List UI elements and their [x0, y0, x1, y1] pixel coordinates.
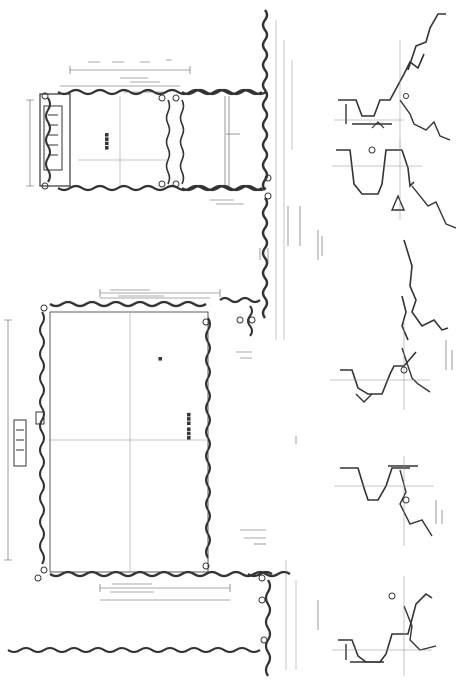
detail-bottom-right	[332, 576, 437, 676]
lower-corridor	[7, 560, 297, 677]
svg-text:■■■ ■■■: ■■■ ■■■	[187, 412, 192, 440]
svg-text:■■■■: ■■■■	[105, 133, 110, 150]
corridor	[181, 9, 293, 340]
detail-upper-right	[334, 13, 451, 150]
large-chamber: ■■■ ■■■ ■	[13, 300, 291, 578]
detail-mid-right	[332, 140, 457, 229]
plan-view: ■■■■ ■■■ ■■■ ■	[4, 9, 323, 677]
detail-lower-right	[334, 456, 443, 546]
small-chamber: ■■■■	[39, 88, 263, 192]
dimension-lines	[4, 66, 301, 601]
wall-connectors	[34, 92, 272, 644]
detail-center-right	[330, 239, 453, 410]
annotation-marks	[88, 59, 323, 630]
svg-text:■: ■	[158, 357, 162, 362]
section-details	[330, 13, 457, 676]
